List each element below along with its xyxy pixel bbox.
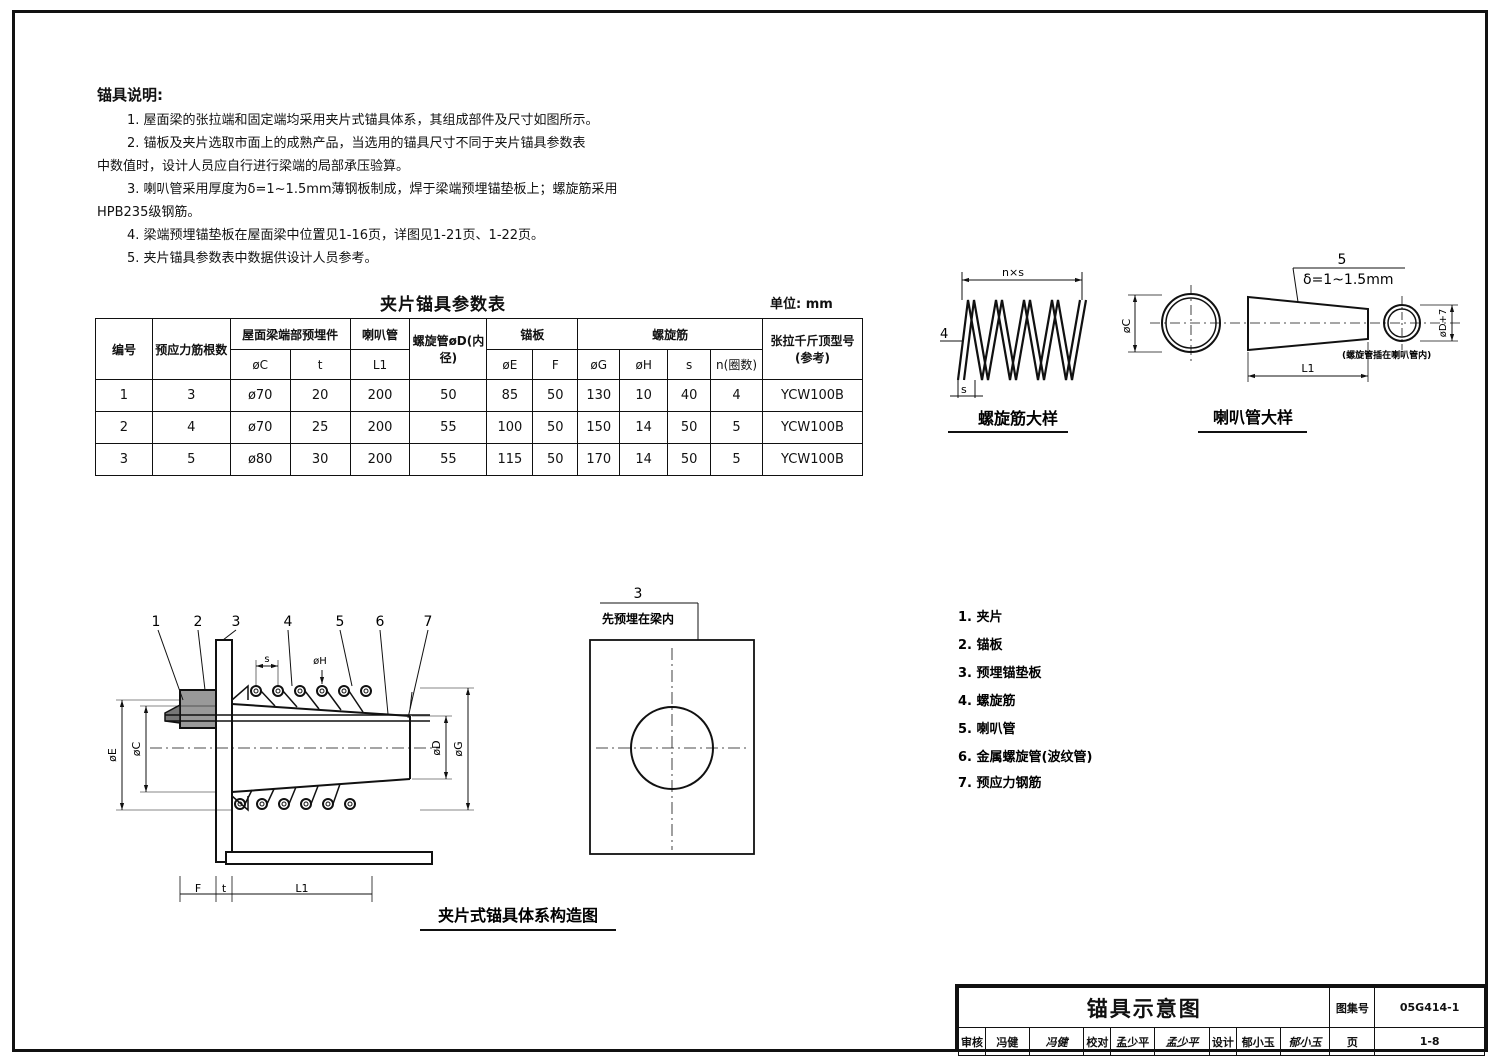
- atlas-no: 05G414-1: [1374, 987, 1485, 1028]
- note-item-1: 1. 屋面梁的张拉端和固定端均采用夹片式锚具体系，其组成部件及尺寸如图所示。: [127, 113, 599, 128]
- cell: 40: [667, 379, 712, 412]
- cell: 200: [349, 443, 411, 476]
- cell: 55: [409, 411, 488, 444]
- subheader-h: øH: [619, 349, 669, 380]
- check-signature: 孟少平: [1154, 1027, 1210, 1056]
- cell: 10: [619, 379, 669, 412]
- table-unit: 单位: mm: [770, 297, 833, 312]
- header-strand-count: 预应力筋根数: [151, 318, 231, 380]
- note-item-4: 4. 梁端预埋锚垫板在屋面梁中位置见1-16页，详图见1-21页、1-22页。: [127, 228, 545, 243]
- anchor-notes: 锚具说明: 1. 屋面梁的张拉端和固定端均采用夹片式锚具体系，其组成部件及尺寸如…: [97, 84, 737, 270]
- cell: 50: [532, 411, 579, 444]
- subheader-e: øE: [486, 349, 534, 380]
- cell: 14: [619, 411, 669, 444]
- cell: 1: [95, 379, 153, 412]
- cell: 20: [289, 379, 351, 412]
- cell: 4: [710, 379, 764, 412]
- atlas-label: 图集号: [1329, 987, 1376, 1028]
- cell: 2: [95, 411, 153, 444]
- note-item-3: 3. 喇叭管采用厚度为δ=1~1.5mm薄钢板制成，焊于梁端预埋锚垫板上；螺旋筋…: [127, 182, 618, 197]
- check-label: 校对: [1083, 1027, 1112, 1056]
- design-label: 设计: [1208, 1027, 1237, 1056]
- header-jack: 张拉千斤顶型号(参考): [762, 318, 863, 380]
- subheader-s: s: [667, 349, 712, 380]
- cell: 4: [151, 411, 231, 444]
- cell: 200: [349, 411, 411, 444]
- subheader-l1: L1: [349, 349, 411, 380]
- subheader-t: t: [289, 349, 351, 380]
- cell: 200: [349, 379, 411, 412]
- note-item-5: 5. 夹片锚具参数表中数据供设计人员参考。: [127, 251, 378, 266]
- header-spiral: 螺旋筋: [577, 318, 764, 350]
- page-label: 页: [1329, 1027, 1376, 1056]
- check-name: 孟少平: [1110, 1027, 1156, 1056]
- cell: YCW100B: [762, 379, 863, 412]
- subheader-f: F: [532, 349, 579, 380]
- cell: YCW100B: [762, 411, 863, 444]
- cell: YCW100B: [762, 443, 863, 476]
- cell: 115: [486, 443, 534, 476]
- header-anchor-plate: 锚板: [486, 318, 579, 350]
- design-signature: 郁小玉: [1279, 1027, 1331, 1056]
- cell: 50: [667, 443, 712, 476]
- cell: 5: [710, 411, 764, 444]
- note-item-3-cont: HPB235级钢筋。: [97, 205, 201, 220]
- subheader-g: øG: [577, 349, 621, 380]
- note-item-2-cont: 中数值时，设计人员应自行进行梁端的局部承压验算。: [97, 159, 410, 174]
- cell: 55: [409, 443, 488, 476]
- cell: 150: [577, 411, 621, 444]
- cell: 85: [486, 379, 534, 412]
- design-name: 郁小玉: [1235, 1027, 1281, 1056]
- cell: 130: [577, 379, 621, 412]
- table-title: 夹片锚具参数表: [380, 295, 506, 315]
- cell: ø70: [229, 379, 291, 412]
- cell: 170: [577, 443, 621, 476]
- drawing-title: 锚具示意图: [957, 987, 1331, 1028]
- page-no: 1-8: [1374, 1027, 1485, 1056]
- header-embedded-part: 屋面梁端部预埋件: [229, 318, 351, 350]
- header-duct: 螺旋管øD(内径): [409, 318, 488, 380]
- title-block: 锚具示意图 图集号 05G414-1 审核 冯健 冯健 校对 孟少平 孟少平 设…: [955, 984, 1485, 1056]
- cell: ø80: [229, 443, 291, 476]
- cell: 30: [289, 443, 351, 476]
- drawing-frame: [12, 10, 1488, 1052]
- subheader-n: n(圈数): [710, 349, 764, 380]
- cell: 14: [619, 443, 669, 476]
- anchor-parameter-table: 编号 预应力筋根数 屋面梁端部预埋件 喇叭管 螺旋管øD(内径) 锚板 螺旋筋 …: [95, 318, 863, 476]
- cell: 50: [532, 443, 579, 476]
- cell: ø70: [229, 411, 291, 444]
- subheader-c: øC: [229, 349, 291, 380]
- cell: 25: [289, 411, 351, 444]
- cell: 5: [151, 443, 231, 476]
- cell: 3: [151, 379, 231, 412]
- note-item-2: 2. 锚板及夹片选取市面上的成熟产品，当选用的锚具尺寸不同于夹片锚具参数表: [127, 136, 586, 151]
- cell: 50: [667, 411, 712, 444]
- review-label: 审核: [958, 1027, 986, 1056]
- cell: 50: [409, 379, 488, 412]
- header-trumpet: 喇叭管: [349, 318, 411, 350]
- review-signature: 冯健: [1028, 1027, 1085, 1056]
- cell: 5: [710, 443, 764, 476]
- cell: 3: [95, 443, 153, 476]
- cell: 100: [486, 411, 534, 444]
- review-name: 冯健: [984, 1027, 1030, 1056]
- cell: 50: [532, 379, 579, 412]
- notes-heading: 锚具说明:: [97, 86, 163, 104]
- header-no: 编号: [95, 318, 153, 380]
